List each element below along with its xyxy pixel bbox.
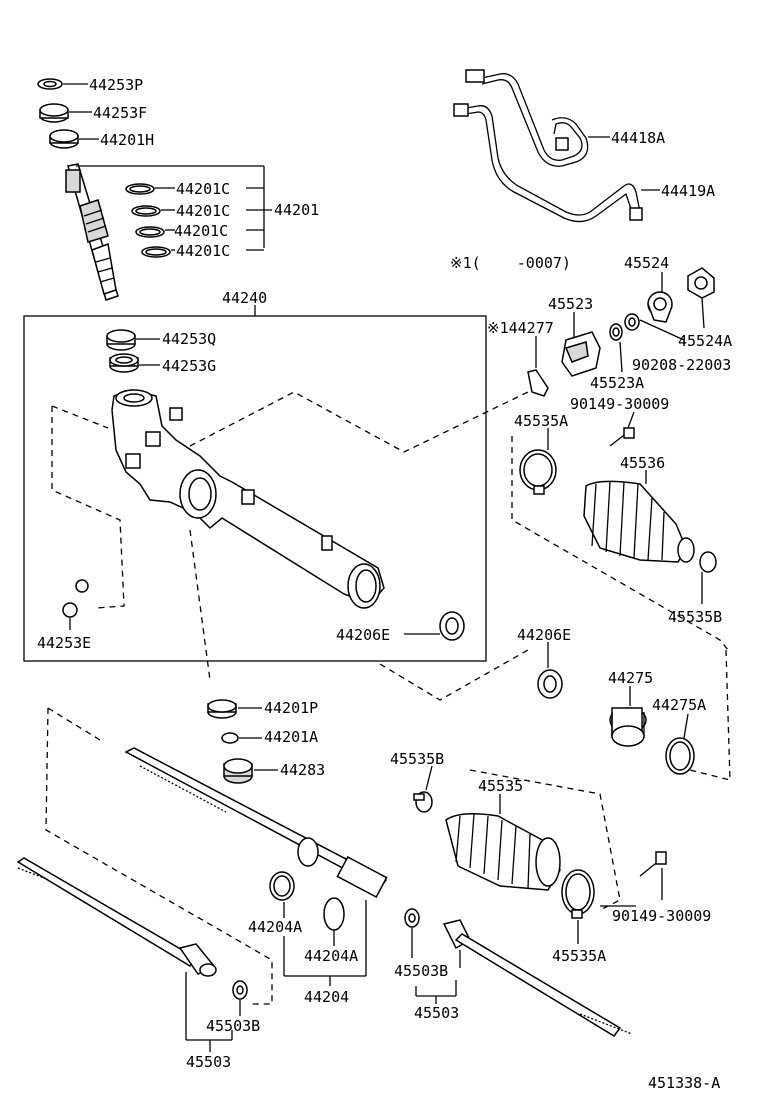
label-45535A-top: 45535A: [514, 412, 568, 430]
label-44204: 44204: [304, 988, 349, 1006]
snap-ring-44275A-icon: [665, 737, 695, 775]
label-45524A: 45524A: [678, 332, 732, 350]
part-44253E-icon: [62, 579, 89, 618]
part-44253F-icon: [39, 103, 69, 123]
label-44206E-outer: 44206E: [517, 626, 571, 644]
part-44201H-icon: [49, 129, 79, 149]
pinion-shaft-icon: [65, 163, 119, 301]
label-45535: 45535: [478, 777, 523, 795]
label-45535B-right: 45535B: [668, 608, 722, 626]
label-44201P: 44201P: [264, 699, 318, 717]
clip-45535B-right-icon: [699, 551, 717, 573]
label-44201H: 44201H: [100, 131, 154, 149]
label-44418A: 44418A: [611, 129, 665, 147]
label-44275A: 44275A: [652, 696, 706, 714]
label-45524: 45524: [624, 254, 669, 272]
label-45523: 45523: [548, 295, 593, 313]
label-44201C-2: 44201C: [176, 202, 230, 220]
bellows-boot-45536-icon: [583, 480, 695, 563]
label-44201C-1: 44201C: [176, 180, 230, 198]
part-44283-icon: [223, 758, 253, 784]
label-44253E: 44253E: [37, 634, 91, 652]
label-44201A: 44201A: [264, 728, 318, 746]
part-144277-icon: [527, 369, 549, 397]
label-44253G: 44253G: [162, 357, 216, 375]
part-44253G-icon: [109, 353, 139, 373]
seal-ring-44201C-icon: [125, 183, 171, 258]
bolt-90149-bottom-icon: [639, 851, 667, 877]
label-44253F: 44253F: [93, 104, 147, 122]
label-45523A: 45523A: [590, 374, 644, 392]
bushing-44275-icon: [609, 707, 647, 747]
part-44201P-icon: [207, 699, 237, 719]
label-44206E-inner: 44206E: [336, 626, 390, 644]
label-44283: 44283: [280, 761, 325, 779]
label-44204A-1: 44204A: [248, 918, 302, 936]
label-45535B-mid: 45535B: [390, 750, 444, 768]
label-45503B-left: 45503B: [206, 1017, 260, 1035]
label-45503-right: 45503: [414, 1004, 459, 1022]
label-144277: ※144277: [487, 319, 554, 337]
tie-rod-end-left-icon: [16, 857, 248, 1000]
part-44253P-icon: [37, 78, 63, 90]
label-45503-left: 45503: [186, 1053, 231, 1071]
label-production-range-note: ※1( -0007): [450, 254, 571, 272]
label-44253Q: 44253Q: [162, 330, 216, 348]
label-44204A-2: 44204A: [304, 947, 358, 965]
part-45524-icon: [647, 291, 673, 323]
tie-rod-end-right-icon: [404, 908, 633, 1037]
return-tube-44419A-icon: [453, 103, 643, 223]
spring-icon: [609, 323, 623, 341]
label-90208-22003: 90208-22003: [632, 356, 731, 374]
bellows-boot-45535-icon: [445, 813, 561, 891]
pressure-tube-44418A-icon: [465, 69, 589, 167]
label-45535A-bottom: 45535A: [552, 947, 606, 965]
part-44253Q-icon: [106, 329, 136, 351]
part-44206E-outer-icon: [537, 669, 563, 699]
label-90149-30009-top: 90149-30009: [570, 395, 669, 413]
clamp-45535A-top-icon: [519, 449, 557, 495]
steering-gear-housing-icon: [111, 389, 385, 609]
label-44275: 44275: [608, 669, 653, 687]
washer-icon: [624, 313, 640, 331]
part-44201A-icon: [221, 732, 239, 744]
label-44240: 44240: [222, 289, 267, 307]
label-44419A: 44419A: [661, 182, 715, 200]
steering-rack-icon: [124, 747, 388, 899]
bolt-90149-top-icon: [609, 427, 635, 447]
label-44201: 44201: [274, 201, 319, 219]
label-drawing-number: 451338-A: [648, 1074, 720, 1092]
label-44201C-3: 44201C: [174, 222, 228, 240]
label-90149-30009-bottom: 90149-30009: [612, 907, 711, 925]
label-44253P: 44253P: [89, 76, 143, 94]
assembly-44240-frame: [23, 315, 487, 662]
label-44201C-4: 44201C: [176, 242, 230, 260]
clip-45535B-mid-icon: [413, 791, 433, 813]
clamp-45535A-bottom-icon: [561, 869, 595, 919]
label-45536: 45536: [620, 454, 665, 472]
part-45523-icon: [561, 331, 601, 377]
locknut-45524A-icon: [687, 267, 715, 299]
part-44204A-icon: [269, 871, 345, 931]
label-45503B-right: 45503B: [394, 962, 448, 980]
part-44206E-inner-icon: [439, 611, 465, 641]
